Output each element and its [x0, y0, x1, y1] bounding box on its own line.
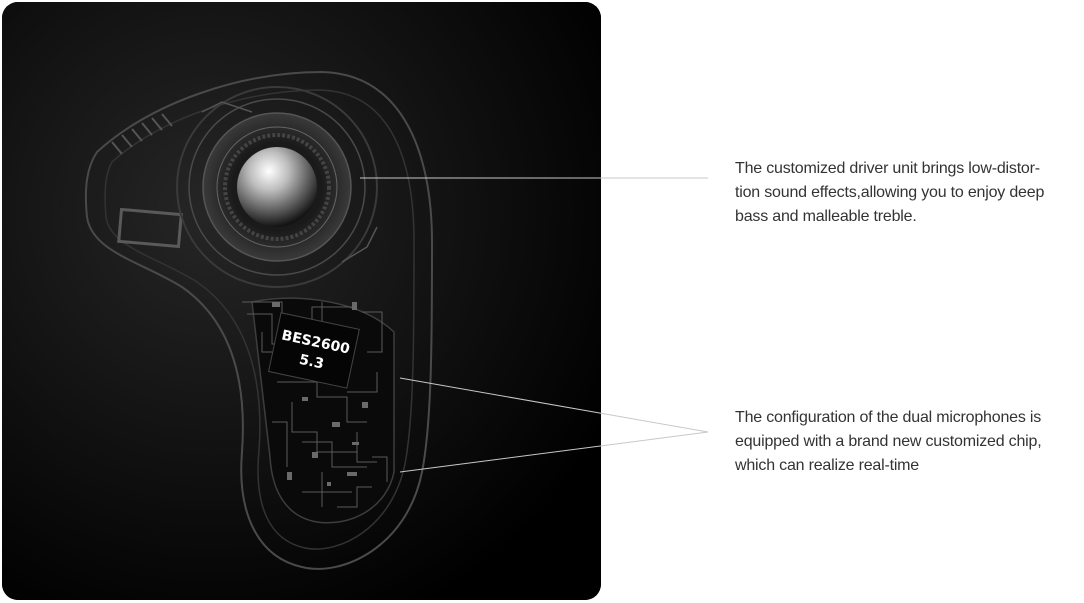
vent-ridges	[111, 113, 173, 155]
side-slot	[117, 207, 183, 249]
callout-line: tion sound effects,allowing you to enjoy…	[735, 184, 1045, 201]
circuit-pads	[272, 302, 368, 486]
driver-diaphragm	[237, 147, 317, 227]
chip-version-label: 5.3	[298, 352, 326, 373]
callout-line: which can realize real-time	[735, 457, 920, 474]
dual-microphone-description: The configuration of the dual microphone…	[735, 406, 1080, 478]
earbud-illustration: BES2600 5.3	[2, 2, 601, 600]
driver-unit-description: The customized driver unit brings low-di…	[735, 157, 1080, 229]
bes2600-chip: BES2600 5.3	[268, 312, 360, 389]
callout-line: The configuration of the dual microphone…	[735, 409, 1042, 426]
earbud-xray-image: BES2600 5.3	[2, 2, 601, 600]
earbud-shell-outline	[84, 70, 434, 570]
callout-line: equipped with a brand new customized chi…	[735, 433, 1042, 450]
earbud-shell-inner	[104, 89, 415, 550]
driver-unit	[176, 86, 378, 288]
callout-line: bass and malleable treble.	[735, 208, 917, 225]
callout-line: The customized driver unit brings low-di…	[735, 160, 1040, 177]
